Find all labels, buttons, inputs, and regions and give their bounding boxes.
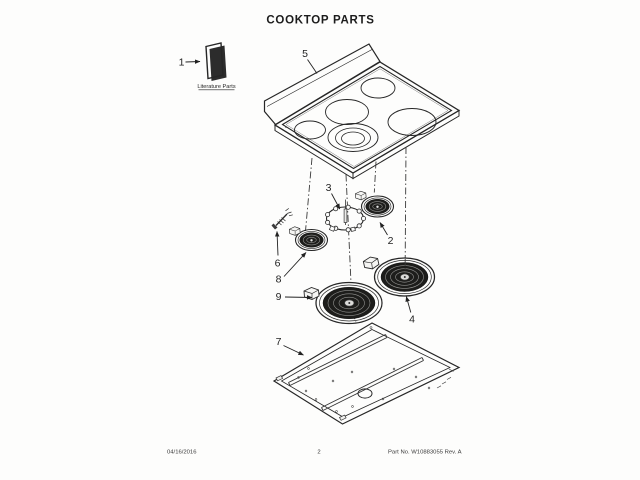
surface-element-part4: 4	[362, 256, 436, 326]
leader-4	[405, 296, 412, 313]
glass-front-edge	[274, 124, 354, 180]
leader-8	[283, 252, 307, 277]
screw-head	[271, 223, 278, 230]
burner-outline-center	[325, 99, 369, 125]
base-panel-holes	[297, 367, 431, 413]
screw-tip	[285, 208, 293, 217]
leader-3	[331, 193, 341, 210]
base-panel-rails	[288, 334, 424, 411]
cooktop-glass-part5: 5	[263, 43, 461, 180]
base-panel-center-hole	[357, 388, 373, 399]
literature-pack-part1: 1 Literature Parts	[179, 42, 236, 91]
element8-terminal-box	[289, 226, 301, 236]
element2-terminal-box	[355, 190, 367, 201]
screw-shaft	[275, 213, 288, 226]
literature-caption: Literature Parts	[197, 84, 235, 90]
callout-1: 1	[179, 57, 185, 69]
screw-part6: 6	[271, 208, 293, 270]
mounting-bracket-part3: 3	[325, 182, 366, 233]
callout-7: 7	[276, 336, 282, 348]
glass-right-edge	[352, 109, 460, 180]
callout-5: 5	[302, 48, 308, 60]
callout-2: 2	[388, 235, 394, 247]
burner-outline-right	[387, 108, 437, 136]
base-panel-part7: 7	[272, 322, 461, 425]
leader-6	[274, 231, 280, 256]
page-title: COOKTOP PARTS	[266, 15, 374, 27]
page-footer: 04/16/2016 2 Part No. W10883055 Rev. A	[167, 450, 462, 456]
leader-7	[283, 345, 304, 356]
leader-9	[284, 295, 313, 300]
burner-outline-left	[294, 120, 326, 140]
callout-3: 3	[326, 182, 332, 194]
glass-surface	[273, 61, 461, 174]
bracket-pin	[343, 208, 348, 223]
footer-part-number: Part No. W10883055 Rev. A	[388, 450, 462, 456]
leader-5	[307, 59, 318, 74]
element4-terminal-box	[362, 256, 380, 270]
base-panel-slots	[436, 368, 454, 389]
leader-2	[379, 222, 388, 236]
literature-pack-icon	[205, 42, 224, 80]
surface-element-part2: 2	[355, 190, 395, 247]
surface-element-part8: 8	[276, 226, 329, 286]
footer-date: 04/16/2016	[167, 450, 197, 456]
callout-6: 6	[275, 258, 281, 270]
burner-outline-front-outer	[327, 123, 379, 152]
footer-page-number: 2	[317, 450, 320, 456]
callout-8: 8	[276, 274, 282, 286]
callout-9: 9	[276, 291, 282, 303]
callout-4: 4	[409, 314, 415, 326]
burner-outline-rear-center	[360, 77, 396, 99]
surface-element-part9: 9	[276, 281, 383, 325]
leader-1	[185, 59, 201, 64]
base-panel-outline	[272, 322, 461, 425]
glass-inner-rim	[281, 65, 453, 170]
